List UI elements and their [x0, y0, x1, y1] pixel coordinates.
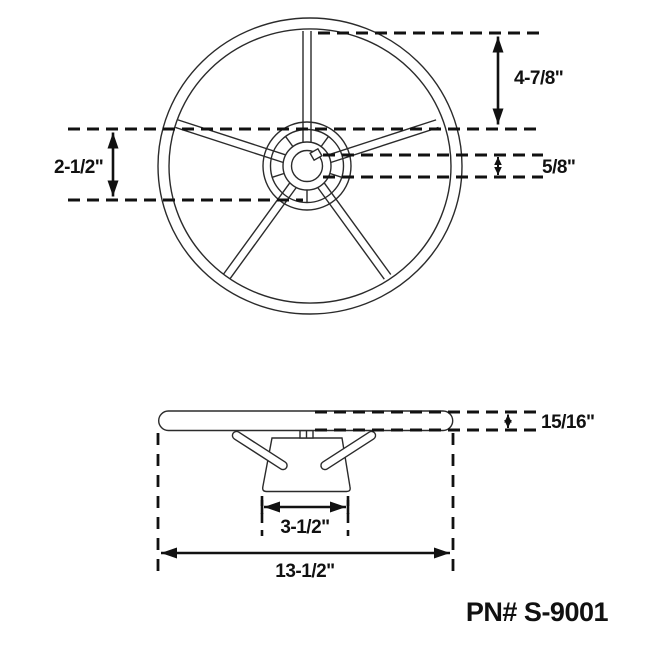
- spoke-upper-right: [326, 119, 439, 164]
- wheel-hub: [262, 121, 352, 211]
- side-spoke-left: [231, 430, 288, 471]
- keyway-notch: [309, 147, 323, 162]
- side-dimensions: 15/16" 3-1/2" 13-1/2": [161, 412, 595, 582]
- rim-profile: [157, 410, 454, 432]
- wheel-spokes: [175, 31, 439, 280]
- part-number-label: PN# S-9001: [466, 597, 609, 627]
- front-dimensions: 4-7/8" 2-1/2" 5/8": [54, 36, 576, 197]
- hub-webs: [271, 135, 343, 203]
- side-spoke-right: [320, 430, 377, 471]
- wheel-front-view: 4-7/8" 2-1/2" 5/8": [54, 17, 576, 315]
- front-reference-lines: [68, 31, 543, 202]
- hub-outer-circle: [262, 121, 352, 211]
- hub-base: [261, 437, 351, 493]
- dim-label-overall-diameter: 13-1/2": [275, 561, 334, 582]
- wheel-side-view: 15/16" 3-1/2" 13-1/2": [156, 410, 595, 582]
- spoke-lower-left: [222, 181, 298, 280]
- spoke-top: [302, 31, 312, 144]
- spoke-lower-right: [316, 181, 392, 280]
- dim-label-hub-base-width: 3-1/2": [280, 517, 329, 538]
- wheel-rim: [157, 17, 463, 315]
- dim-label-rim-to-hub: 4-7/8": [514, 68, 563, 89]
- shaft-stub: [299, 429, 314, 439]
- dim-label-rim-thickness: 15/16": [541, 412, 595, 433]
- spoke-upper-left: [175, 119, 288, 164]
- dim-label-shaft-bore: 5/8": [542, 157, 575, 178]
- dim-label-hub-diameter: 2-1/2": [54, 157, 103, 178]
